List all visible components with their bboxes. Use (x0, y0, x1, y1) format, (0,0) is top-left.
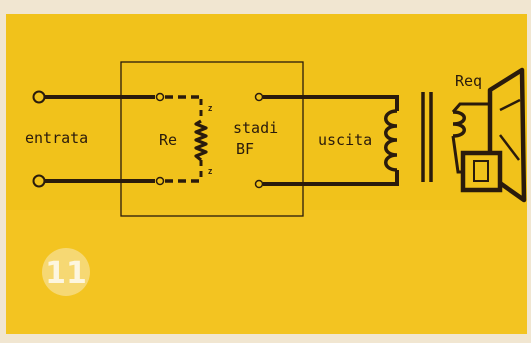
inner-terminal-bottom-right (254, 179, 264, 189)
resistor-symbol (194, 119, 208, 162)
input-resistance-label: Re (159, 131, 177, 149)
figure-number: 11 (45, 256, 87, 291)
figure-number-badge (42, 248, 90, 296)
inner-terminal-bottom-left (155, 176, 165, 186)
secondary-coil (452, 110, 466, 138)
z-label-top: Z (208, 105, 212, 113)
load-resistance-label: Req (455, 72, 482, 90)
input-label: entrata (25, 129, 88, 147)
inner-terminal-top-right (254, 92, 264, 102)
z-label-bottom: Z (208, 168, 212, 176)
stage-label-line1: stadi (233, 119, 278, 137)
amplifier-block (120, 61, 304, 217)
input-terminal-top (32, 90, 46, 104)
output-wire-bottom (263, 170, 399, 186)
speaker-wire-top (451, 102, 490, 113)
input-terminal-bottom (32, 174, 46, 188)
output-wire-top (263, 95, 399, 111)
loudspeaker-icon (460, 67, 527, 203)
primary-coil (384, 109, 398, 172)
inner-terminal-top-left (155, 92, 165, 102)
output-label: uscita (318, 131, 372, 149)
panel-lower-band (6, 210, 527, 334)
stage-label-line2: BF (236, 140, 254, 158)
